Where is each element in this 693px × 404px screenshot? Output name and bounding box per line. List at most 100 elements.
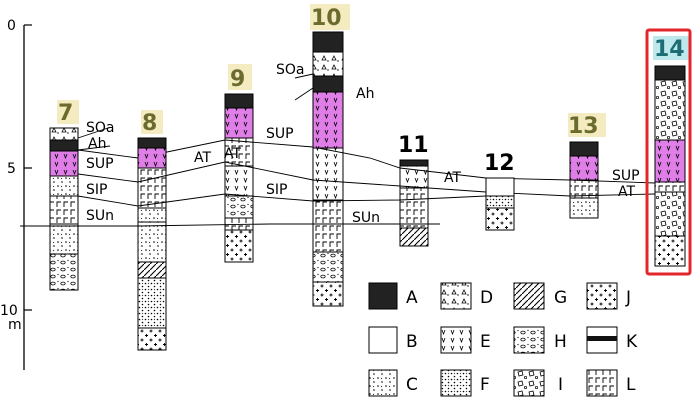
legend-item-c: C [369, 370, 418, 396]
column-10: 10 [310, 4, 350, 306]
layer-a [138, 138, 166, 148]
legend-letter: L [626, 375, 636, 395]
layer-label-soa: SOa [86, 120, 115, 136]
layer-a [570, 142, 598, 156]
legend-item-h: H [514, 327, 567, 353]
layer-l [225, 218, 253, 230]
legend-swatch [369, 327, 397, 353]
legend-swatch [441, 370, 471, 396]
layer-f [138, 278, 166, 328]
layer-label-sup-9: SUP [266, 126, 294, 142]
layer-c [50, 176, 78, 196]
layer-e [50, 151, 78, 176]
column-9: 9 [225, 64, 253, 262]
layer-label-at-13: AT [618, 184, 635, 200]
layer-g [400, 228, 428, 246]
layer-e [313, 92, 343, 148]
column-label: 11 [398, 133, 429, 158]
layer-l [400, 188, 428, 228]
layer-j [486, 208, 514, 230]
layer-label-soa-10: SOa [276, 62, 305, 78]
legend-item-j: J [587, 283, 631, 309]
layer-label-sip: SIP [86, 182, 107, 198]
legend-letter: D [480, 288, 493, 308]
column-label: 12 [484, 151, 515, 176]
column-label: 10 [311, 6, 342, 31]
layer-j [655, 236, 685, 266]
legend-item-f: F [441, 370, 490, 396]
layer-a [655, 66, 685, 80]
column-11: 11 [398, 133, 429, 246]
layer-a [50, 140, 78, 151]
legend-letter: B [406, 332, 418, 352]
layer-e [313, 148, 343, 200]
layer-c [570, 198, 598, 218]
layer-h [313, 252, 343, 282]
axis-tick-label: 0 [7, 18, 16, 34]
legend-item-d: D [441, 283, 493, 309]
legend-swatch [441, 327, 471, 353]
legend-item-k: K [587, 327, 638, 353]
layer-e [655, 140, 685, 182]
layer-d [313, 52, 343, 76]
column-label: 8 [142, 111, 157, 136]
layer-label-ah: Ah [88, 136, 106, 152]
layer-label-ah-10: Ah [356, 86, 374, 102]
layer-c [138, 208, 166, 222]
legend-letter: G [554, 288, 567, 308]
layer-l [570, 180, 598, 198]
legend-swatch [587, 283, 617, 309]
legend-swatch [587, 370, 617, 396]
layer-a [313, 76, 343, 92]
axis-unit-label: m [8, 317, 22, 333]
layer-e [225, 166, 253, 196]
layer-j [313, 282, 343, 306]
layer-e [570, 156, 598, 180]
layer-a [225, 94, 253, 108]
layer-a [400, 160, 428, 166]
layer-l [313, 200, 343, 252]
legend-swatch [514, 327, 544, 353]
layer-c [50, 224, 78, 254]
legend: A B C D E F G H [369, 283, 638, 396]
column-label: 13 [568, 114, 599, 139]
column-label: 7 [58, 101, 73, 126]
layer-label-sip-9: SIP [266, 182, 287, 198]
legend-item-a: A [369, 283, 418, 309]
column-12: 12 [484, 151, 515, 230]
column-7: 7 [50, 100, 79, 290]
legend-letter: A [406, 288, 418, 308]
layer-e [138, 148, 166, 168]
legend-swatch [514, 370, 544, 396]
layer-j [225, 230, 253, 262]
legend-item-l: L [587, 370, 636, 396]
legend-swatch [369, 283, 397, 309]
legend-item-g: G [514, 283, 567, 309]
layer-l [655, 182, 685, 192]
column-label: 14 [654, 37, 685, 62]
layer-l [50, 196, 78, 224]
legend-letter: H [554, 332, 567, 352]
depth-axis: 0 5 10 m [0, 18, 32, 370]
layer-e [400, 166, 428, 188]
legend-letter: K [626, 332, 638, 352]
legend-item-i: I [514, 370, 563, 396]
layer-b [486, 178, 514, 196]
layer-label-sup: SUP [86, 156, 114, 172]
legend-swatch [514, 283, 544, 309]
layer-c [138, 222, 166, 262]
layer-h [225, 196, 253, 218]
layer-label-at: AT [194, 150, 211, 166]
legend-item-b: B [369, 327, 418, 353]
layer-l [138, 168, 166, 208]
legend-letter: F [480, 375, 490, 395]
layer-e [225, 108, 253, 138]
layer-f [486, 196, 514, 208]
column-label: 9 [230, 67, 245, 92]
column-8: 8 [138, 110, 166, 350]
layer-d [50, 128, 78, 140]
layer-i [655, 80, 685, 140]
layer-g [138, 262, 166, 278]
